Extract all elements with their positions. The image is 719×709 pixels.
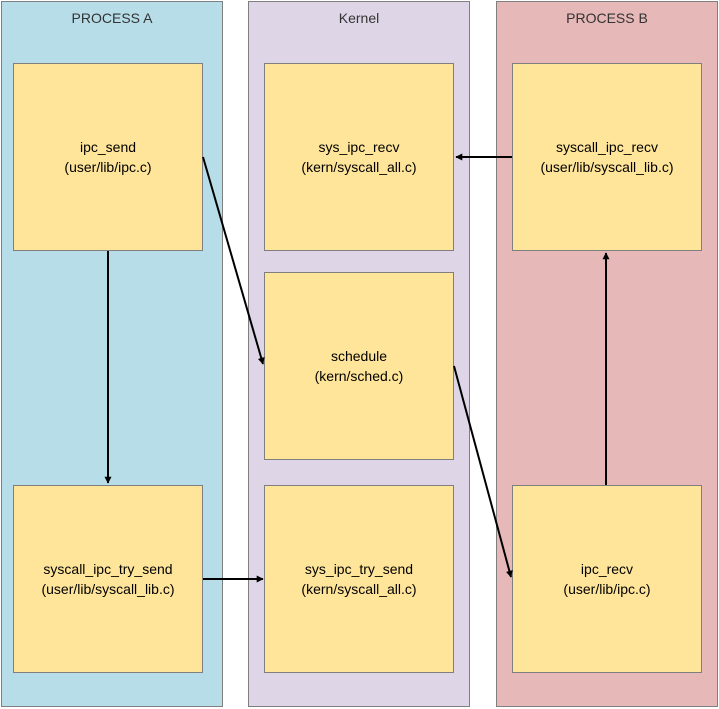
box-ipc-send: ipc_send (user/lib/ipc.c) [13, 63, 203, 251]
box-ipc-recv-name: ipc_recv [580, 561, 634, 577]
box-ipc-recv: ipc_recv (user/lib/ipc.c) [512, 485, 702, 673]
box-sys-ipc-try-send-file: (kern/syscall_all.c) [301, 581, 417, 597]
box-sys-ipc-try-send-name: sys_ipc_try_send [304, 561, 414, 577]
box-syscall-ipc-recv: syscall_ipc_recv (user/lib/syscall_lib.c… [512, 63, 702, 251]
box-syscall-ipc-recv-name: syscall_ipc_recv [556, 139, 658, 155]
box-syscall-ipc-recv-file: (user/lib/syscall_lib.c) [540, 159, 674, 175]
box-syscall-ipc-try-send-name: syscall_ipc_try_send [43, 561, 173, 577]
box-sys-ipc-try-send: sys_ipc_try_send (kern/syscall_all.c) [264, 485, 454, 673]
box-ipc-recv-file: (user/lib/ipc.c) [563, 581, 651, 597]
box-schedule-file: (kern/sched.c) [314, 368, 404, 384]
box-syscall-ipc-try-send: syscall_ipc_try_send (user/lib/syscall_l… [13, 485, 203, 673]
lane-title-kernel: Kernel [338, 10, 380, 26]
box-schedule-name: schedule [330, 348, 388, 364]
box-syscall-ipc-try-send-file: (user/lib/syscall_lib.c) [41, 581, 175, 597]
lane-title-process-a: PROCESS A [71, 10, 153, 26]
box-sys-ipc-recv-name: sys_ipc_recv [318, 139, 400, 155]
box-sys-ipc-recv: sys_ipc_recv (kern/syscall_all.c) [264, 63, 454, 251]
box-sys-ipc-recv-file: (kern/syscall_all.c) [301, 159, 417, 175]
box-ipc-send-name: ipc_send [79, 139, 137, 155]
box-ipc-send-file: (user/lib/ipc.c) [64, 159, 152, 175]
box-schedule: schedule (kern/sched.c) [264, 272, 454, 460]
lane-title-process-b: PROCESS B [566, 10, 648, 26]
